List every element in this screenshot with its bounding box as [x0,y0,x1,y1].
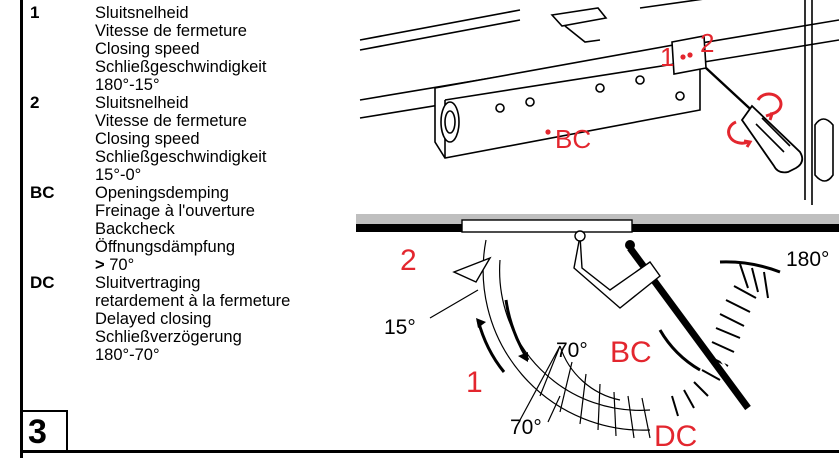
legend-line: Sluitvertraging [95,274,201,292]
top-labels: 1 2 BC [555,28,714,154]
legend-line: Delayed closing [95,310,212,328]
fan-arc-inner [499,259,651,411]
label-70-degrees-inner: 70° [556,339,588,362]
leader-15 [429,289,479,319]
threshold-symbol: > [95,256,105,274]
label-speed-2: 2 [400,244,417,277]
closer-mount [461,219,633,233]
zero-position-arrow-icon [452,256,492,283]
closer-end-cap [440,101,460,143]
step-number: 3 [28,413,47,451]
angle-diagram [356,214,839,439]
legend-threshold: > 70° [95,256,350,274]
label-70-degrees-lower: 70° [510,416,542,439]
fan-arc-mid [559,345,621,401]
screwdriver-grip [755,117,791,153]
legend-line: 180°-15° [95,76,160,94]
legend-line: Vitesse de fermeture [95,112,247,130]
line-70 [519,345,561,421]
radial-fan [482,239,651,439]
legend-line: Schließgeschwindigkeit [95,58,267,76]
legend-line: retardement à la fermeture [95,292,291,310]
legend-line: Backcheck [95,220,175,238]
legend-line: Sluitsnelheid [95,94,189,112]
door-post [804,0,813,205]
rivet [635,75,645,85]
rotate-arrow-head-icon [765,111,775,121]
valve-label-2: 2 [700,28,714,58]
legend-line: Closing speed [95,130,200,148]
legend-line: 15°-0° [95,166,142,184]
step-number-box [20,410,68,453]
legend-key: BC [30,183,55,202]
legend-line: Openingsdemping [95,184,229,202]
fan-arc-outer [482,239,651,431]
label-15-degrees: 15° [384,316,416,339]
arm-link [564,25,601,43]
valve-1-marker [680,54,686,60]
legend-key: 1 [30,3,40,22]
dc-ticks [671,263,769,417]
rotate-arrow-head-icon [743,139,753,148]
rotate-arrow-icon [756,92,783,116]
legend-line: Closing speed [95,40,200,58]
arm-linkage [573,235,661,309]
threshold-value: 70° [104,256,135,274]
valve-2-marker [687,52,693,58]
label-backcheck: BC [610,336,652,369]
valve-markers [545,52,693,135]
left-border [20,0,23,458]
closer-end-cap-inner [444,110,456,134]
leader-70 [547,395,561,423]
legend-key: 2 [30,93,40,112]
dc-arc-inner [658,329,701,372]
arrow-head-icon [518,352,528,362]
legend-line: Schließgeschwindigkeit [95,148,267,166]
valve-label-1: 1 [660,42,674,72]
dc-arc-outer [719,260,781,274]
legend-line: Vitesse de fermeture [95,22,247,40]
rivet [595,83,605,93]
legend-entry-2: 2 Sluitsnelheid Vitesse de fermeture Clo… [30,93,350,185]
valve-bc-marker [545,129,551,135]
valve-label-bc: BC [555,124,591,154]
frame-rail [359,9,521,51]
rivet [525,97,535,107]
rivet [495,103,505,113]
door-closer-illustration [359,0,839,205]
rotation-arrows [727,92,783,148]
legend-entry-1: 1 Sluitsnelheid Vitesse de fermeture Clo… [30,3,350,95]
arm-pivot [574,230,586,242]
rivet [675,91,685,101]
closer-edge [444,59,701,101]
rotate-arrow-icon [727,120,749,145]
dc-arc [658,260,781,372]
arrow-head-icon [476,318,486,328]
label-delayed-closing: DC [654,420,697,453]
closing-arrow-icon [476,319,506,373]
legend-entry-bc: BC Openingsdemping Freinage à l'ouvertur… [30,183,350,275]
closing-arrows [476,299,530,373]
legend-line: Freinage à l'ouverture [95,202,255,220]
hinge [814,118,834,182]
legend-entry-dc: DC Sluitvertraging retardement à la ferm… [30,273,350,365]
wall-top [356,214,839,224]
label-speed-1: 1 [466,366,483,399]
label-180-degrees: 180° [786,248,829,271]
arrow-heads [476,318,528,362]
bottom-border [20,450,839,453]
frame-rail [639,0,703,9]
angle-labels: 2 15° 1 70° BC 70° DC 180° [384,244,829,453]
legend-key: DC [30,273,55,292]
legend-line: Öffnungsdämpfung [95,238,236,256]
arm-bracket [550,7,608,27]
legend-line: 180°-70° [95,346,160,364]
legend-line: Sluitsnelheid [95,4,189,22]
legend: 1 Sluitsnelheid Vitesse de fermeture Clo… [30,3,350,365]
legend-line: Schließverzögerung [95,328,242,346]
